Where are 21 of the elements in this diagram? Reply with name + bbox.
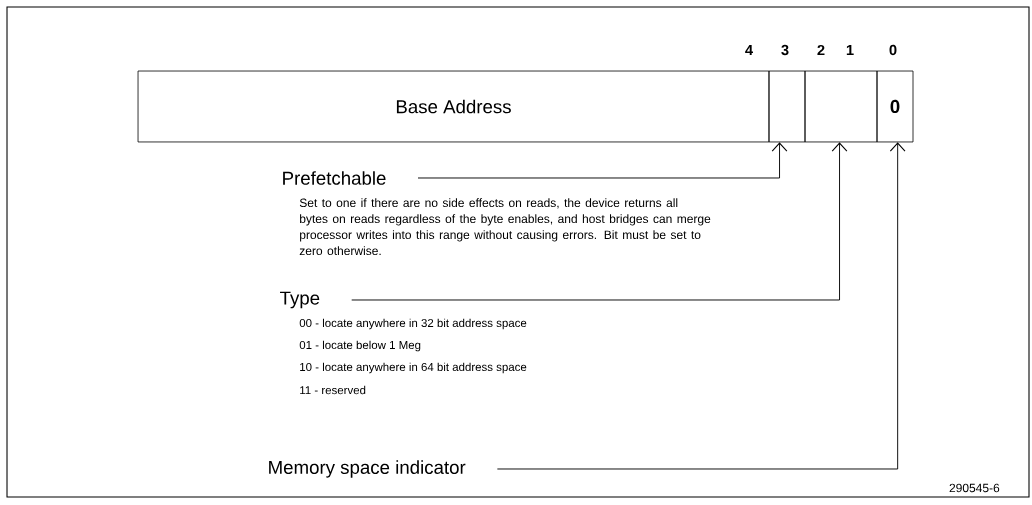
leader-arrow [417,142,788,179]
register-bit-cell [804,70,878,143]
heading: Memory space indicator [269,460,466,478]
list-item: 00 - locate anywhere in 32 bit address space [299,318,527,330]
register-bit-cell [768,70,806,143]
list-item: 01 - locate below 1 Meg [299,340,421,352]
heading: Type [280,291,320,309]
bit-number: 4 [745,44,753,56]
bit-number: 2 [817,44,825,56]
bit-number: 3 [781,44,789,56]
list-item: 11 - reserved [300,385,366,395]
bit-number: 1 [846,44,854,56]
description: Set to one if there are no side effects on reads, the device returns all bytes on reads regardless of the byte enables, and host bridges can merge processor writes into this range without causing errors. Bit must be set to zero otherwise. [299,198,711,256]
list-item: 10 - locate anywhere in 64 bit address space [300,362,527,374]
register-field: Base Address [137,70,770,143]
leader-arrow [496,142,906,470]
register-bit-cell: 0 [876,70,914,143]
leader-arrow [351,142,848,301]
bit-number: 0 [889,44,897,56]
figure-number: 290545-6 [949,483,1000,493]
heading: Prefetchable [283,171,386,185]
